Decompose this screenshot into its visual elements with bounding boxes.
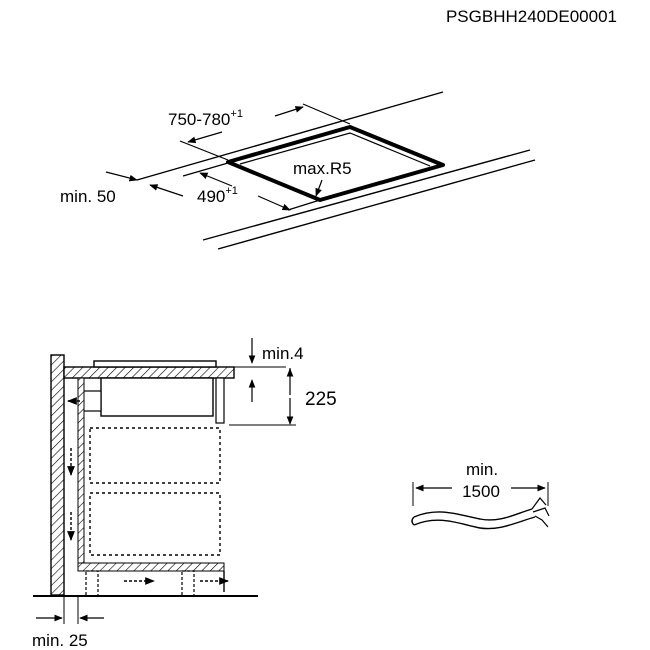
cable-wire-1 xyxy=(531,497,547,510)
worktop-back-edge xyxy=(136,91,444,181)
worktop-front-edge-2 xyxy=(217,159,536,250)
depth-arrow-back xyxy=(199,172,233,187)
cable-lower-edge xyxy=(413,516,536,530)
wall xyxy=(50,354,65,596)
hob-body xyxy=(100,377,214,417)
cabinet-back-panel xyxy=(77,377,85,564)
width-arrow-left xyxy=(187,131,223,144)
worktop-section xyxy=(63,366,235,379)
wall-gap-label: min. 25 xyxy=(32,631,88,650)
cable-wire-3 xyxy=(534,515,549,528)
width-extension-line xyxy=(302,103,351,125)
cable-view: min. 1500 xyxy=(411,460,550,530)
document-code: PSGBHH240DE00001 xyxy=(446,7,617,26)
edge-distance-arrow-2 xyxy=(149,184,184,197)
depth-extension-line xyxy=(182,162,229,177)
worktop-view: 750-780+1 490+1 max.R5 min. 50 xyxy=(60,91,536,250)
cutout-depth-label: 490+1 xyxy=(197,185,238,206)
width-arrow-right xyxy=(274,106,304,117)
drawer-upper xyxy=(89,427,221,484)
plinth-leg-right xyxy=(181,570,195,597)
cutout-inner-edge xyxy=(239,132,431,167)
depth-arrow-front xyxy=(257,195,291,211)
width-extension-line-left xyxy=(179,140,229,161)
worktop-front-edge-1 xyxy=(202,149,531,241)
drawer-lower xyxy=(89,492,221,556)
cable-end xyxy=(411,516,415,526)
cabinet-front-panel xyxy=(215,377,225,424)
plinth-leg-left xyxy=(85,570,99,597)
edge-distance-label: min. 50 xyxy=(60,187,116,206)
height-label: 225 xyxy=(305,389,337,410)
edge-distance-arrow-1 xyxy=(105,171,138,182)
section-view: min.4 225 min. 25 xyxy=(32,338,337,650)
cutout-outline xyxy=(226,125,445,202)
cable-length-label-line1: min. xyxy=(466,460,498,479)
hob-glass xyxy=(93,360,217,368)
cable-upper-edge xyxy=(413,508,533,521)
cutout-width-label: 750-780+1 xyxy=(168,108,243,129)
depth-extension-line-front xyxy=(287,199,321,211)
cabinet-bottom-panel xyxy=(77,562,225,572)
hob-exhaust-duct xyxy=(81,390,102,412)
cable-wire-2 xyxy=(532,507,550,517)
top-gap-label: min.4 xyxy=(262,344,304,363)
cable-length-label-line2: 1500 xyxy=(462,482,500,501)
corner-radius-arrow xyxy=(315,179,323,197)
corner-radius-label: max.R5 xyxy=(293,159,352,178)
